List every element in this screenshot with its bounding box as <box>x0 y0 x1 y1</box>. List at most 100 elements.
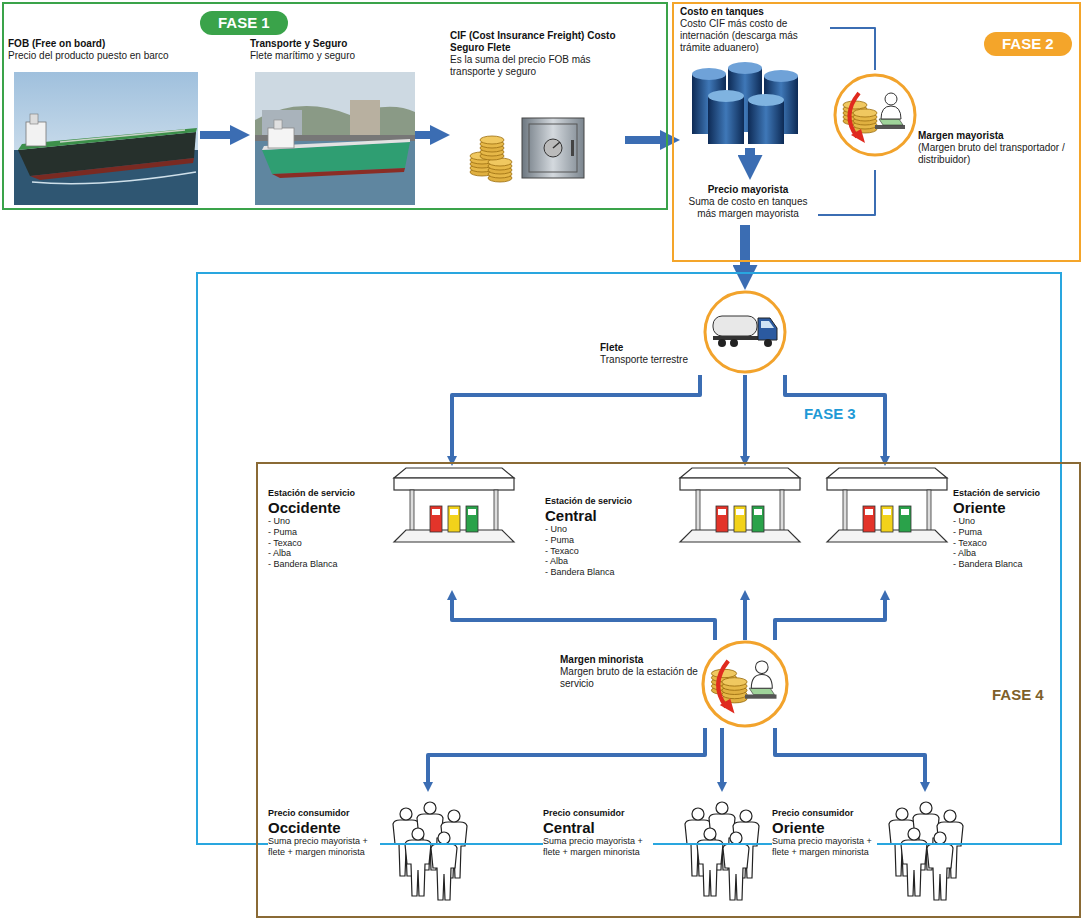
step-description: Suma de costo en tanques más margen mayo… <box>678 196 818 220</box>
text-group: FleteTransporte terrestre <box>600 342 702 366</box>
flow-arrow <box>775 728 925 782</box>
text-group: Precio consumidorOrienteSuma precio mayo… <box>772 808 877 858</box>
flow-arrow <box>743 600 747 640</box>
station-heading: Estación de servicio <box>953 488 1057 499</box>
margin-node: Margen mayorista(Margen bruto del transp… <box>830 70 1075 170</box>
brand-item: - Bandera Blanca <box>268 559 380 570</box>
brand-item: - Puma <box>268 527 380 538</box>
price-step: Transporte y SeguroFlete marítimo y segu… <box>250 38 415 208</box>
price-formula: Suma precio mayorista + flete + margen m… <box>543 836 653 858</box>
consumer-node: Precio consumidorCentralSuma precio mayo… <box>540 792 760 914</box>
price-step: Costo en tanquesCosto CIF más costo de i… <box>680 6 830 148</box>
freight-node: FleteTransporte terrestre <box>600 290 790 375</box>
brand-item: - Bandera Blanca <box>545 567 657 578</box>
consumer-heading: Precio consumidor <box>543 808 653 819</box>
text-group: FOB (Free on board)Precio del producto p… <box>8 38 198 62</box>
text-group: Precio mayoristaSuma de costo en tanques… <box>678 184 818 220</box>
text-group: Precio consumidorOccidenteSuma precio ma… <box>268 808 380 858</box>
text-group: FASE 1 <box>200 11 288 35</box>
brand-item: - Puma <box>953 527 1057 538</box>
flow-arrow <box>720 728 724 782</box>
text-group: FASE 4 <box>988 686 1048 704</box>
flow-arrow <box>818 170 875 215</box>
step-description: Costo CIF más costo de internación (desc… <box>680 18 830 54</box>
step-description: Flete marítimo y seguro <box>250 50 415 62</box>
margin-node: Margen minoristaMargen bruto de la estac… <box>560 640 790 728</box>
consumer-heading: Precio consumidor <box>268 808 380 819</box>
brand-item: - Puma <box>545 535 657 546</box>
step-heading: Precio mayorista <box>678 184 818 196</box>
text-group: Margen minoristaMargen bruto de la estac… <box>560 654 698 690</box>
station-heading: Estación de servicio <box>268 488 380 499</box>
phase-label: FASE 4 <box>988 686 1048 704</box>
station-node: Estación de servicioOriente- Uno- Puma- … <box>815 466 1075 590</box>
step-heading: Transporte y Seguro <box>250 38 415 50</box>
region-name: Oriente <box>953 499 1057 516</box>
flow-arrow <box>743 375 747 456</box>
step-heading: CIF (Cost Insurance Freight) Costo Segur… <box>450 30 625 54</box>
price-formula: Suma precio mayorista + flete + margen m… <box>772 836 877 858</box>
flow-arrow <box>740 225 750 265</box>
consumer-node: Precio consumidorOrienteSuma precio mayo… <box>770 792 975 914</box>
phase-frame: Costo en tanquesCosto CIF más costo de i… <box>672 2 1081 262</box>
brand-item: - Texaco <box>953 538 1057 549</box>
brand-item: - Texaco <box>545 546 657 557</box>
phase-label: FASE 2 <box>984 32 1072 56</box>
consumer-node: Precio consumidorOccidenteSuma precio ma… <box>265 792 480 914</box>
phase-label: FASE 3 <box>800 405 860 423</box>
step-heading: FOB (Free on board) <box>8 38 198 50</box>
flow-arrow <box>625 136 660 144</box>
flow-arrow <box>745 148 755 155</box>
brand-item: - Alba <box>268 548 380 559</box>
flow-arrow <box>415 131 430 139</box>
station-node: Estación de servicioOccidente- Uno- Puma… <box>265 466 515 590</box>
text-group: Estación de servicioCentral- Uno- Puma- … <box>545 496 657 578</box>
text-group: Precio consumidorCentralSuma precio mayo… <box>543 808 653 858</box>
phase-frame: FOB (Free on board)Precio del producto p… <box>2 2 668 210</box>
text-group: Margen mayorista(Margen bruto del transp… <box>918 130 1068 166</box>
phase-label: FASE 1 <box>200 11 288 35</box>
price-formula: Suma precio mayorista + flete + margen m… <box>268 836 380 858</box>
text-group: FASE 2 <box>984 32 1072 56</box>
station-heading: Estación de servicio <box>545 496 657 507</box>
text-group: Estación de servicioOriente- Uno- Puma- … <box>953 488 1057 570</box>
region-name: Occidente <box>268 499 380 516</box>
step-heading: Margen mayorista <box>918 130 1068 142</box>
station-node: Estación de servicioCentral- Uno- Puma- … <box>540 466 805 590</box>
price-step: CIF (Cost Insurance Freight) Costo Segur… <box>450 30 625 190</box>
brand-item: - Texaco <box>268 538 380 549</box>
region-name: Oriente <box>772 819 877 836</box>
text-group: CIF (Cost Insurance Freight) Costo Segur… <box>450 30 625 78</box>
price-step: FOB (Free on board)Precio del producto p… <box>8 38 200 208</box>
step-description: Es la suma del precio FOB más transporte… <box>450 54 625 78</box>
brand-item: - Alba <box>545 556 657 567</box>
step-heading: Margen minorista <box>560 654 698 666</box>
flow-arrow <box>452 375 700 456</box>
flow-arrow <box>775 600 885 640</box>
flow-arrow <box>200 131 230 139</box>
text-group: FASE 3 <box>800 405 860 423</box>
brand-item: - Uno <box>268 516 380 527</box>
region-name: Central <box>545 507 657 524</box>
text-group: Costo en tanquesCosto CIF más costo de i… <box>680 6 830 54</box>
region-name: Central <box>543 819 653 836</box>
step-description: Precio del producto puesto en barco <box>8 50 198 62</box>
brand-item: - Alba <box>953 548 1057 559</box>
step-description: Margen bruto de la estación de servicio <box>560 666 698 690</box>
flow-arrow <box>785 375 885 456</box>
price-step: Precio mayoristaSuma de costo en tanques… <box>678 180 818 225</box>
flow-arrow <box>428 728 705 782</box>
brand-item: - Uno <box>545 524 657 535</box>
brand-item: - Uno <box>953 516 1057 527</box>
text-group: Estación de servicioOccidente- Uno- Puma… <box>268 488 380 570</box>
step-heading: Flete <box>600 342 702 354</box>
brand-item: - Bandera Blanca <box>953 559 1057 570</box>
phase-frame: Estación de servicioOccidente- Uno- Puma… <box>256 462 1081 918</box>
step-description: Transporte terrestre <box>600 354 702 366</box>
flow-arrow <box>830 28 875 70</box>
consumer-heading: Precio consumidor <box>772 808 877 819</box>
flow-arrow <box>452 600 715 640</box>
step-description: (Margen bruto del transportador / distri… <box>918 142 1068 166</box>
step-heading: Costo en tanques <box>680 6 830 18</box>
